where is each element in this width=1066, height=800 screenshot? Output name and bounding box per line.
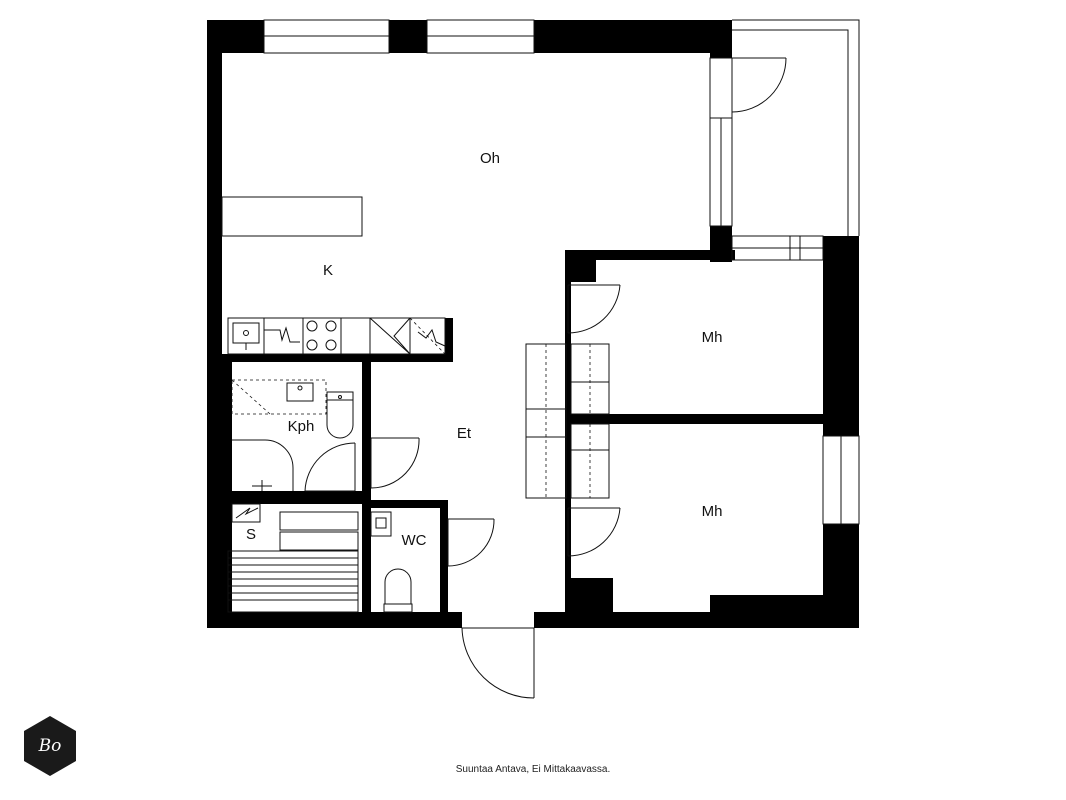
bathroom-fixtures xyxy=(231,379,354,491)
logo-text: Bo xyxy=(38,736,62,756)
room-label-et: Et xyxy=(457,425,472,442)
wc-fixtures xyxy=(370,511,413,613)
logo-hexagon-icon: Bo xyxy=(24,716,76,776)
windows xyxy=(263,19,860,525)
room-label-k: K xyxy=(323,262,333,279)
disclaimer-note: Suuntaa Antava, Ei Mittakaavassa. xyxy=(455,764,611,775)
kitchen-fixtures xyxy=(221,196,446,355)
room-label-mh-lower: Mh xyxy=(702,503,723,520)
room-label-mh-upper: Mh xyxy=(702,329,723,346)
closets xyxy=(525,343,610,499)
sauna-fixtures xyxy=(227,503,359,613)
room-label-oh: Oh xyxy=(480,150,500,167)
doors xyxy=(304,57,787,699)
room-label-wc: WC xyxy=(402,532,427,549)
room-label-s: S xyxy=(246,526,256,543)
balcony xyxy=(731,19,860,261)
exterior-walls xyxy=(207,20,859,628)
room-label-kph: Kph xyxy=(288,418,315,435)
